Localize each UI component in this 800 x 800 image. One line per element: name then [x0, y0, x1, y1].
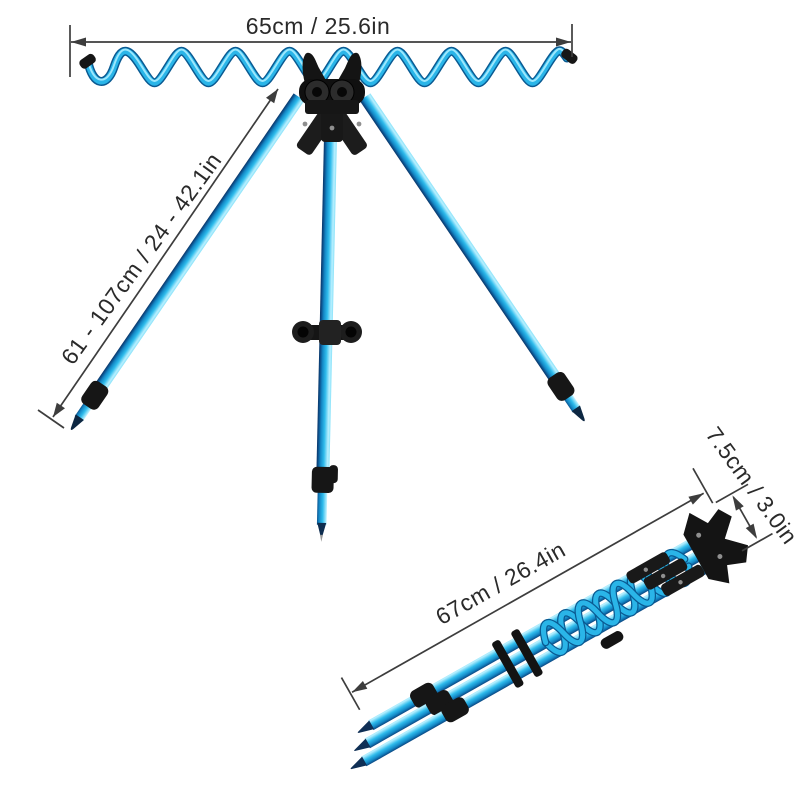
standing-tripod [70, 46, 585, 542]
bundle-band-2 [511, 629, 543, 677]
center-leg-tip [317, 522, 327, 539]
left-leg-clamp [81, 380, 109, 410]
wavy-crossbar [79, 46, 578, 88]
center-leg-lever-clamp [311, 466, 334, 494]
center-hub [296, 52, 367, 155]
left-leg [70, 93, 305, 431]
right-leg-clamp [547, 371, 575, 401]
dim-folded-length-label: 67cm / 26.4in [431, 536, 570, 630]
dim-folded-diameter [715, 483, 773, 552]
folded-ring-clamp [600, 631, 624, 649]
dim-leg-height: 61 - 107cm / 24 - 42.1in [37, 88, 279, 429]
right-leg [359, 93, 585, 422]
crossbar-end-cap-right [561, 48, 578, 64]
crossbar-end-cap-left [79, 53, 96, 69]
folded-tripod: 67cm / 26.4in [340, 467, 773, 770]
bundle-band-1 [492, 640, 524, 688]
left-leg-tip [70, 414, 84, 431]
right-leg-tip [571, 405, 585, 422]
dim-crossbar-width-label: 65cm / 25.6in [246, 13, 391, 39]
folded-head-hub [683, 509, 748, 584]
center-leg [311, 114, 338, 542]
rod-ring-clamp [292, 320, 362, 345]
dim-crossbar-width: 65cm / 25.6in [69, 13, 573, 77]
